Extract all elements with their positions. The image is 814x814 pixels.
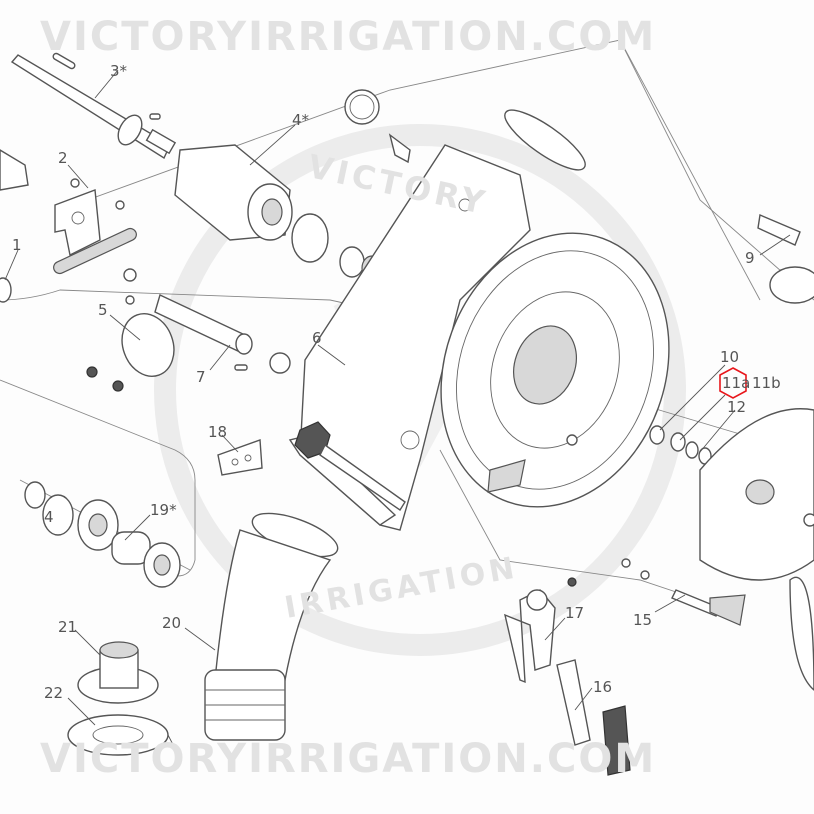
callout-12: 12 [727, 398, 746, 416]
callout-10: 10 [720, 348, 739, 366]
part-22-gasket [67, 714, 181, 759]
watermark-logo-ring [154, 124, 686, 656]
part-9-bracket [757, 214, 814, 304]
part-5-plate [86, 268, 175, 392]
part-21-flange [77, 641, 159, 704]
callout-3: 3* [110, 62, 128, 80]
callout-16: 16 [593, 678, 612, 696]
impeller [699, 408, 814, 691]
callout-1: 1 [12, 236, 22, 254]
volute-housing [440, 109, 670, 508]
callout-9: 9 [745, 249, 755, 267]
part-19-bearings [24, 481, 181, 588]
callout-19: 19* [150, 501, 177, 519]
callout-22: 22 [44, 684, 63, 702]
part-15-pin [621, 558, 746, 626]
part-17-bracket [504, 577, 577, 684]
part-3-shaft [10, 52, 177, 160]
callout-17: 17 [565, 604, 584, 622]
callouts: 3* 4* 2 1 5 6 7 9 10 11a 11b 12 15 16 17… [12, 62, 781, 702]
part-6-pump-body [288, 144, 531, 531]
callout-4: 4* [292, 111, 310, 129]
knob-bolt [294, 421, 406, 511]
callout-21: 21 [58, 618, 77, 636]
callout-20: 20 [162, 614, 181, 632]
callout-15: 15 [633, 611, 652, 629]
callout-11b: 11b [752, 374, 781, 392]
part-2-bracket [53, 178, 137, 275]
callout-6: 6 [312, 329, 322, 347]
pressure-gauge [344, 89, 411, 164]
callout-11a-highlight-hexagon [719, 367, 747, 399]
callout-11a[interactable]: 11a [722, 374, 750, 392]
callout-5: 5 [98, 301, 108, 319]
leader-lines [4, 69, 791, 726]
watermark-bottom: VICTORYIRRIGATION.COM [40, 736, 656, 782]
part-1-lever [0, 149, 29, 303]
callout-18: 18 [208, 423, 227, 441]
watermark-top: VICTORYIRRIGATION.COM [40, 14, 656, 60]
callout-7: 7 [196, 368, 206, 386]
callout-2: 2 [58, 149, 68, 167]
part-16-strap [556, 659, 631, 776]
part-18-clip [217, 439, 263, 476]
part-20-suction-elbow [204, 512, 339, 741]
callout-4b: 4 [44, 508, 54, 526]
part-4-bearing-housing [174, 144, 383, 281]
part-7-shaft [154, 294, 291, 374]
